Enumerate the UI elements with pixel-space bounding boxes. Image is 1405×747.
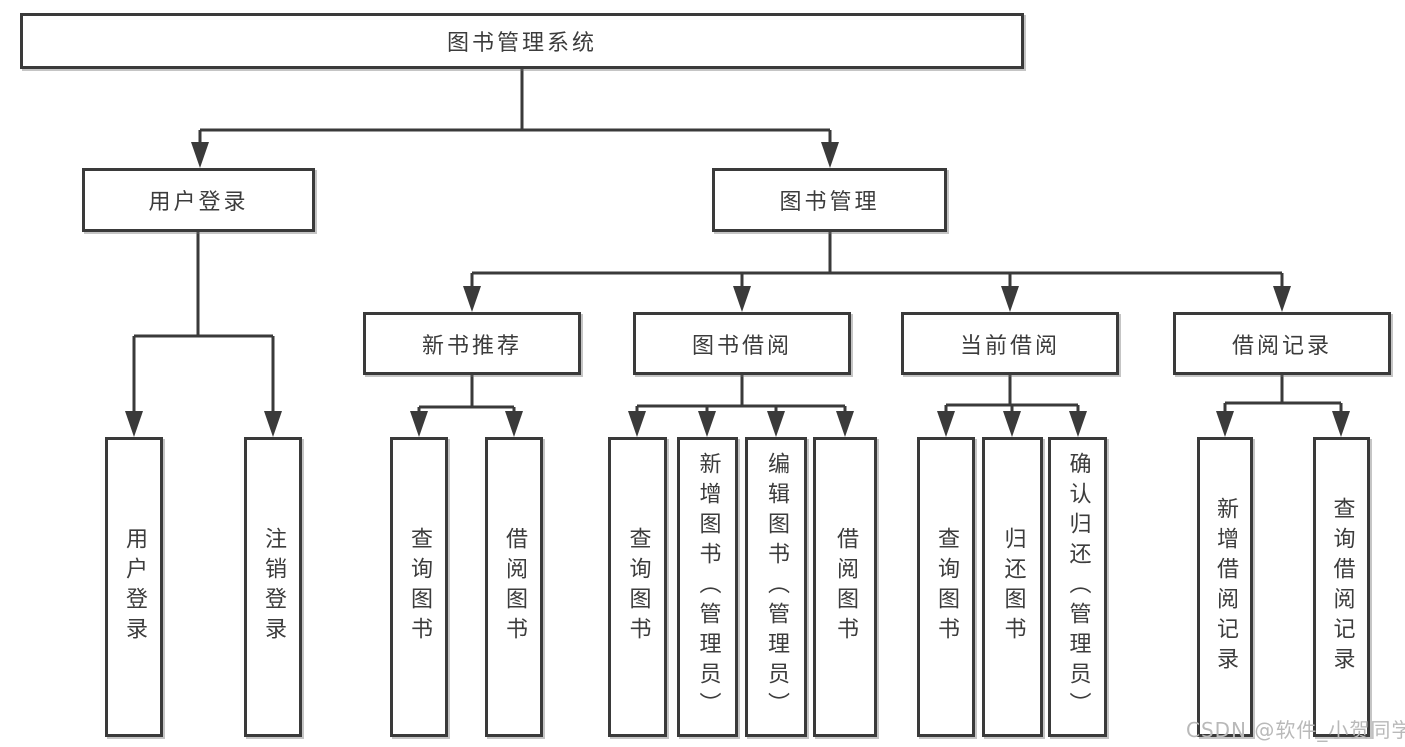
arrowhead-icon [1216,411,1234,437]
arrowhead-icon [1069,411,1087,437]
arrowhead-icon [505,411,523,437]
leaf-borrow-books: 借阅图书 [813,437,877,737]
node-label: 用户登录 [148,190,249,215]
leaf-label: 查询借阅记录 [1329,497,1355,677]
node-label: 借阅记录 [1231,333,1332,359]
node-root-system: 图书管理系统 [20,13,1024,69]
arrowhead-icon [1003,411,1021,437]
node-label: 图书管理系统 [446,31,597,56]
arrowhead-icon [191,142,209,168]
arrowhead-icon [1273,286,1291,312]
leaf-query-books-recommend: 查询图书 [390,437,448,737]
arrowhead-icon [821,142,839,168]
node-label: 图书借阅 [691,333,792,359]
connector-new-book-to-leaves [417,375,516,416]
arrowhead-icon [836,411,854,437]
leaf-add-borrow-record: 新增借阅记录 [1197,437,1253,737]
arrowhead-icon [937,411,955,437]
leaf-label: 查询图书 [934,527,959,647]
leaf-label: 用户登录 [122,527,147,647]
connector-root-to-level1 [198,69,832,146]
leaf-label: 归还图书 [1000,527,1026,647]
leaf-label: 编辑图书（管理员） [764,452,789,722]
leaf-query-borrow-record: 查询借阅记录 [1313,437,1370,737]
leaf-query-books-borrow: 查询图书 [608,437,667,737]
leaf-label: 查询图书 [407,527,432,647]
node-label: 当前借阅 [959,333,1060,359]
leaf-borrow-books-recommend: 借阅图书 [485,437,543,737]
connector-user-login-to-leaves [132,232,275,416]
leaf-logout: 注销登录 [244,437,302,737]
arrowhead-icon [733,286,751,312]
node-label: 新书推荐 [421,333,522,359]
csdn-watermark: CSDN @软件_小贺同学 [1186,718,1405,742]
arrowhead-icon [410,411,428,437]
arrowhead-icon [125,411,143,437]
arrowhead-icon [1001,286,1019,312]
node-user-login: 用户登录 [82,168,315,232]
leaf-label: 查询图书 [625,527,651,647]
node-new-book-recommend: 新书推荐 [363,312,581,375]
leaf-query-books-current: 查询图书 [917,437,975,737]
connector-book-mgmt-to-level2 [470,232,1284,290]
leaf-label: 确认归还（管理员） [1065,452,1091,722]
leaf-user-login: 用户登录 [105,437,163,737]
node-borrow-records: 借阅记录 [1173,312,1391,375]
leaf-label: 借阅图书 [502,527,527,647]
connector-current-borrow-to-leaves [944,375,1080,416]
arrowhead-icon [463,286,481,312]
leaf-label: 新增借阅记录 [1213,497,1238,677]
leaf-return-book: 归还图书 [982,437,1043,737]
node-book-management: 图书管理 [712,168,947,232]
leaf-label: 注销登录 [261,527,286,647]
node-label: 图书管理 [779,190,880,215]
arrowhead-icon [264,411,282,437]
arrowhead-icon [767,411,785,437]
connector-borrow-records-to-leaves [1223,375,1343,416]
leaf-edit-book-admin: 编辑图书（管理员） [745,437,807,737]
leaf-add-book-admin: 新增图书（管理员） [677,437,738,737]
arrowhead-icon [628,411,646,437]
connector-book-borrow-to-leaves [635,375,847,416]
arrowhead-icon [1332,411,1350,437]
node-current-borrow: 当前借阅 [901,312,1119,375]
leaf-label: 新增图书（管理员） [695,452,721,722]
arrowhead-icon [698,411,716,437]
leaf-label: 借阅图书 [833,527,858,647]
leaf-confirm-return-admin: 确认归还（管理员） [1048,437,1107,737]
arrowheads [125,142,1350,437]
node-book-borrow: 图书借阅 [633,312,851,375]
